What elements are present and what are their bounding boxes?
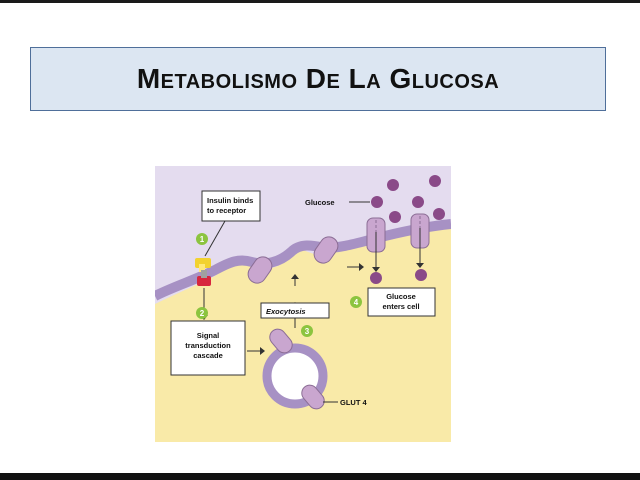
glucose-molecule: [429, 175, 441, 187]
title-box: Metabolismo De La Glucosa: [30, 47, 606, 111]
glucose-molecule: [370, 272, 382, 284]
step-3-badge: 3: [301, 325, 313, 337]
svg-text:3: 3: [305, 327, 310, 336]
svg-text:to receptor: to receptor: [207, 206, 246, 215]
glucose-molecule: [389, 211, 401, 223]
svg-text:enters cell: enters cell: [382, 302, 419, 311]
step-2-badge: 2: [196, 307, 208, 319]
glucose-enters-label: Glucose enters cell: [367, 287, 436, 317]
glut4-vesicle: [262, 328, 328, 410]
svg-text:Insulin binds: Insulin binds: [207, 196, 253, 205]
glucose-label: Glucose: [305, 198, 335, 207]
glucose-molecule: [371, 196, 383, 208]
glucose-molecule: [412, 196, 424, 208]
step-1-badge: 1: [196, 233, 208, 245]
glucose-molecule: [387, 179, 399, 191]
svg-text:Signal: Signal: [197, 331, 220, 340]
glucose-molecule: [433, 208, 445, 220]
svg-text:transduction: transduction: [185, 341, 231, 350]
svg-text:4: 4: [354, 298, 359, 307]
insulin-receptor: [195, 258, 211, 286]
svg-text:1: 1: [200, 235, 205, 244]
bottom-border: [0, 473, 640, 480]
insulin-binds-label: Insulin binds to receptor: [201, 190, 261, 222]
svg-text:2: 2: [200, 309, 205, 318]
signal-transduction-label: Signal transduction cascade: [170, 320, 246, 376]
step-4-badge: 4: [350, 296, 362, 308]
glut4-transporter: [313, 236, 339, 264]
glut4-label: GLUT 4: [340, 398, 367, 407]
exocytosis-label: Exocytosis: [260, 302, 330, 319]
svg-text:Exocytosis: Exocytosis: [266, 307, 306, 316]
glut4-transporter: [247, 256, 273, 284]
glucose-molecule: [415, 269, 427, 281]
page-title: Metabolismo De La Glucosa: [136, 63, 500, 94]
glucose-uptake-diagram: Insulin binds to receptor Glucose Exocyt…: [155, 166, 451, 442]
svg-text:cascade: cascade: [193, 351, 223, 360]
svg-text:Glucose: Glucose: [386, 292, 416, 301]
top-border: [0, 0, 640, 3]
